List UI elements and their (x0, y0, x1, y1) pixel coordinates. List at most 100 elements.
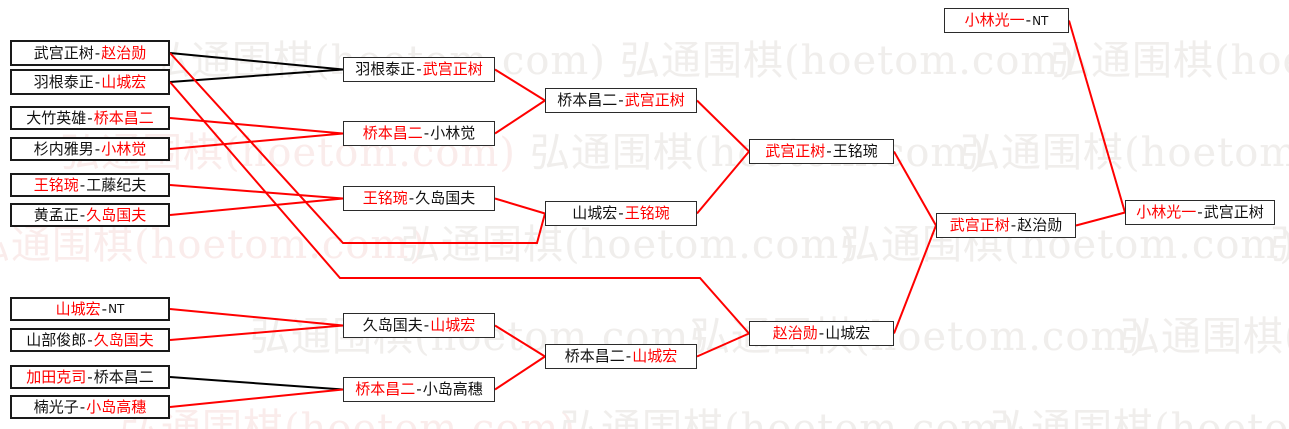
player-left: 武宫正树 (949, 216, 1010, 234)
player-left: 羽根泰正 (33, 72, 94, 91)
watermark-text: 弘通围棋(hoetom.com) (560, 406, 1016, 429)
connector-line (696, 150, 750, 215)
player-separator: - (94, 43, 101, 62)
player-separator: - (618, 91, 624, 109)
match-box[interactable]: 小林光一-NT (944, 8, 1069, 33)
player-separator: - (625, 347, 632, 365)
connector-line (494, 197, 546, 215)
player-separator: - (826, 142, 832, 160)
match-box[interactable]: 武宫正树-赵治勋 (936, 213, 1076, 238)
connector-line (169, 308, 344, 327)
connector-line (169, 52, 344, 71)
match-box[interactable]: 武宫正树-王铭琬 (749, 139, 894, 164)
player-left: 王铭琬 (33, 175, 79, 194)
player-right: 山城宏 (632, 347, 678, 365)
player-right: 小岛高穗 (86, 397, 147, 416)
player-right: NT (1032, 13, 1049, 28)
match-box[interactable]: 山城宏-王铭琬 (545, 201, 697, 226)
player-separator: - (94, 139, 101, 158)
match-box[interactable]: 王铭琬-久岛国夫 (343, 186, 495, 211)
match-box[interactable]: 楠光子-小岛高穗 (10, 395, 170, 419)
player-separator: - (1010, 216, 1017, 234)
match-box[interactable]: 加田克司-桥本昌二 (10, 365, 170, 389)
player-separator: - (1025, 11, 1032, 29)
player-left: 加田克司 (26, 367, 87, 386)
player-right: 王铭琬 (624, 204, 670, 222)
player-separator: - (101, 299, 108, 318)
connector-line (169, 132, 344, 150)
connector-line (169, 68, 344, 83)
player-right: 小林觉 (101, 139, 147, 158)
player-left: 楠光子 (33, 397, 79, 416)
player-right: 桥本昌二 (93, 108, 154, 127)
player-right: 久岛国夫 (86, 205, 147, 224)
player-left: 杉内雅男 (33, 139, 94, 158)
player-separator: - (94, 72, 101, 91)
match-box[interactable]: 山城宏-NT (10, 297, 170, 321)
player-left: 桥本昌二 (564, 347, 625, 365)
player-left: 山城宏 (55, 299, 101, 318)
player-right: 小岛高穗 (422, 380, 483, 398)
player-separator: - (416, 380, 422, 398)
match-box[interactable]: 杉内雅男-小林觉 (10, 137, 170, 161)
connector-line (169, 197, 344, 216)
connector-line (169, 324, 344, 341)
match-box[interactable]: 武宫正树-赵治勋 (10, 40, 170, 66)
player-right: 王铭琬 (832, 142, 878, 160)
player-left: 山部俊郎 (26, 330, 87, 349)
player-left: 桥本昌二 (355, 380, 416, 398)
player-right: 小林觉 (430, 124, 476, 142)
watermark-text: 弘通围棋(hoetom.com) (620, 38, 1076, 84)
connector-line (696, 99, 750, 153)
player-separator: - (79, 175, 86, 194)
player-right: 赵治勋 (101, 43, 147, 62)
connector-line (494, 68, 546, 102)
player-left: 羽根泰正 (355, 60, 416, 78)
player-right: 武宫正树 (1203, 203, 1264, 221)
player-separator: - (87, 367, 93, 386)
player-separator: - (408, 189, 415, 207)
player-left: 桥本昌二 (557, 91, 618, 109)
watermark-text: 弘通围棋(hoetom.com) (1120, 314, 1289, 360)
match-box[interactable]: 小林光一-武宫正树 (1125, 200, 1275, 225)
match-box[interactable]: 桥本昌二-武宫正树 (545, 88, 697, 113)
match-box[interactable]: 桥本昌二-山城宏 (545, 344, 697, 369)
player-right: 久岛国夫 (415, 189, 476, 207)
match-box[interactable]: 大竹英雄-桥本昌二 (10, 106, 170, 130)
player-right: 武宫正树 (422, 60, 483, 78)
player-left: 桥本昌二 (362, 124, 423, 142)
connector-line (169, 117, 344, 135)
match-box[interactable]: 久岛国夫-山城宏 (343, 313, 495, 338)
watermark-text: 弘通围棋(hoetom.com) (960, 130, 1289, 176)
match-box[interactable]: 桥本昌二-小林觉 (343, 121, 495, 146)
match-box[interactable]: 山部俊郎-久岛国夫 (10, 328, 170, 352)
connector-line (494, 99, 546, 135)
player-left: 山城宏 (572, 204, 618, 222)
player-right: NT (108, 302, 125, 316)
player-left: 武宫正树 (765, 142, 826, 160)
player-left: 小林光一 (1136, 203, 1197, 221)
player-left: 大竹英雄 (26, 108, 87, 127)
connector-line (494, 324, 546, 358)
connector-line (1068, 20, 1126, 213)
match-box[interactable]: 赵治勋-山城宏 (749, 321, 894, 346)
player-left: 久岛国夫 (362, 316, 423, 334)
player-right: 山城宏 (430, 316, 476, 334)
player-right: 山城宏 (101, 72, 147, 91)
player-left: 王铭琬 (362, 189, 408, 207)
match-box[interactable]: 黄孟正-久岛国夫 (10, 203, 170, 227)
player-separator: - (423, 316, 430, 334)
match-box[interactable]: 桥本昌二-小岛高穗 (343, 377, 495, 402)
player-right: 武宫正树 (624, 91, 685, 109)
player-right: 工藤纪夫 (86, 175, 147, 194)
match-box[interactable]: 羽根泰正-山城宏 (10, 69, 170, 95)
player-separator: - (423, 124, 430, 142)
connector-line (169, 184, 344, 200)
connector-line (494, 355, 546, 391)
match-box[interactable]: 王铭琬-工藤纪夫 (10, 173, 170, 197)
connector-line (169, 388, 344, 408)
player-separator: - (1197, 203, 1203, 221)
match-box[interactable]: 羽根泰正-武宫正树 (343, 57, 495, 82)
player-separator: - (79, 397, 86, 416)
